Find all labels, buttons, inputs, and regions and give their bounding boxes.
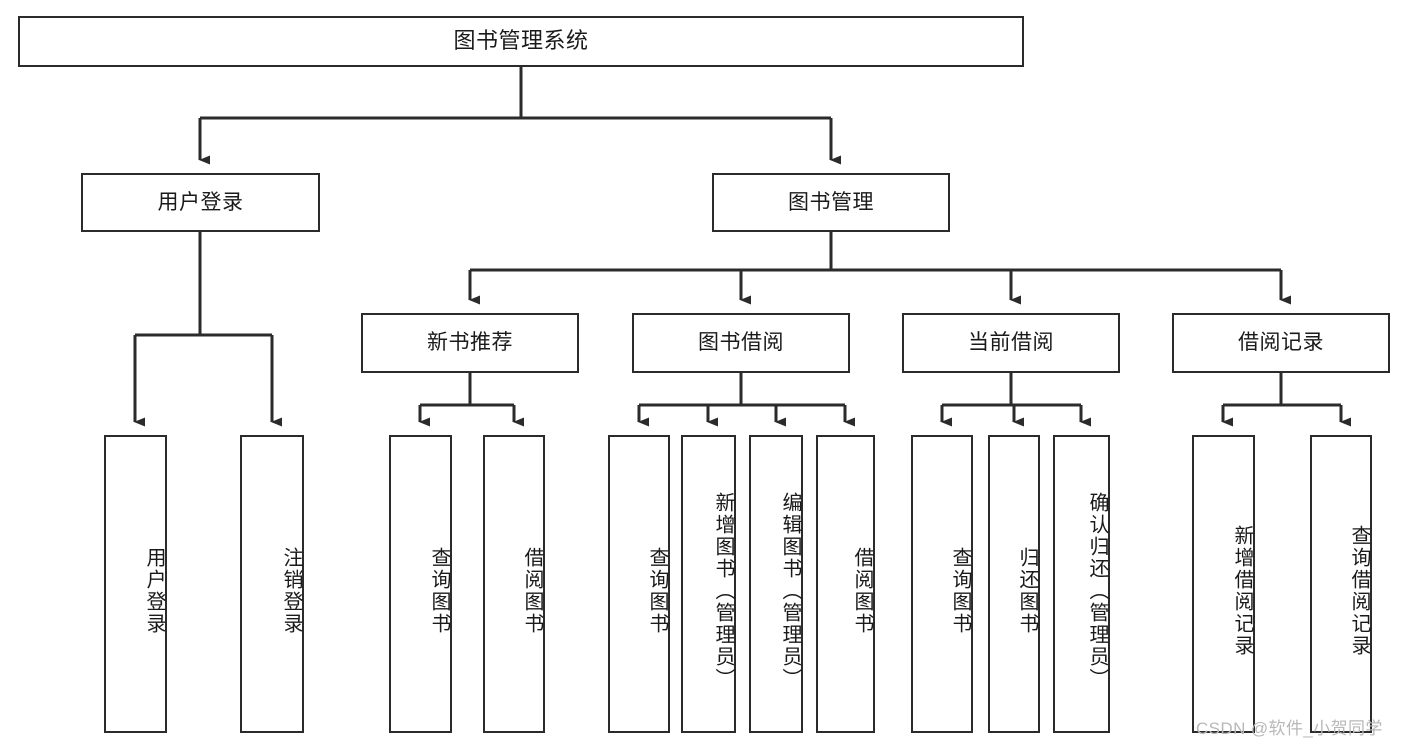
node-current-borrow[interactable]: 当前借阅 (902, 313, 1120, 373)
node-root-label: 图书管理系统 (453, 28, 589, 54)
node-borrow-record-label: 借阅记录 (1238, 331, 1324, 355)
node-leaf-add-book-admin[interactable]: 新增图书（管理员） (681, 435, 736, 733)
node-current-borrow-label: 当前借阅 (968, 331, 1054, 355)
node-new-book-recommend[interactable]: 新书推荐 (361, 313, 579, 373)
node-leaf-query-book-2[interactable]: 查询图书 (608, 435, 670, 733)
node-leaf-confirm-return-admin-label: 确认归还（管理员） (1086, 492, 1108, 690)
node-leaf-borrow-book-1[interactable]: 借阅图书 (483, 435, 545, 733)
node-leaf-add-book-admin-label: 新增图书（管理员） (712, 492, 734, 690)
node-leaf-edit-book-admin-label: 编辑图书（管理员） (779, 492, 801, 690)
node-leaf-borrow-book-1-label: 借阅图书 (521, 547, 543, 635)
node-leaf-user-login[interactable]: 用户登录 (104, 435, 167, 733)
node-leaf-query-book-1[interactable]: 查询图书 (389, 435, 452, 733)
node-leaf-query-book-2-label: 查询图书 (646, 547, 668, 635)
node-leaf-query-book-3-label: 查询图书 (949, 547, 971, 635)
node-book-borrow[interactable]: 图书借阅 (632, 313, 850, 373)
node-book-borrow-label: 图书借阅 (698, 331, 784, 355)
node-leaf-borrow-book-2[interactable]: 借阅图书 (816, 435, 875, 733)
node-book-manage-label: 图书管理 (788, 190, 874, 214)
node-leaf-return-book-label: 归还图书 (1016, 547, 1038, 635)
csdn-watermark: CSDN @软件_小贺同学 (1196, 719, 1383, 738)
node-leaf-add-borrow-record[interactable]: 新增借阅记录 (1192, 435, 1255, 733)
node-leaf-confirm-return-admin[interactable]: 确认归还（管理员） (1053, 435, 1110, 733)
node-book-manage[interactable]: 图书管理 (712, 173, 950, 232)
node-borrow-record[interactable]: 借阅记录 (1172, 313, 1390, 373)
node-leaf-query-borrow-record[interactable]: 查询借阅记录 (1310, 435, 1372, 733)
node-new-book-recommend-label: 新书推荐 (427, 331, 513, 355)
node-leaf-edit-book-admin[interactable]: 编辑图书（管理员） (749, 435, 803, 733)
node-leaf-add-borrow-record-label: 新增借阅记录 (1231, 525, 1253, 657)
node-leaf-query-book-3[interactable]: 查询图书 (911, 435, 973, 733)
node-root[interactable]: 图书管理系统 (18, 16, 1024, 67)
node-leaf-logout-login[interactable]: 注销登录 (240, 435, 304, 733)
node-user-login[interactable]: 用户登录 (81, 173, 320, 232)
node-user-login-label: 用户登录 (157, 190, 244, 214)
node-leaf-user-login-label: 用户登录 (143, 547, 165, 635)
node-leaf-query-book-1-label: 查询图书 (428, 547, 450, 635)
node-leaf-borrow-book-2-label: 借阅图书 (851, 547, 873, 635)
node-leaf-query-borrow-record-label: 查询借阅记录 (1348, 525, 1370, 657)
node-leaf-return-book[interactable]: 归还图书 (988, 435, 1040, 733)
node-leaf-logout-login-label: 注销登录 (280, 547, 302, 635)
